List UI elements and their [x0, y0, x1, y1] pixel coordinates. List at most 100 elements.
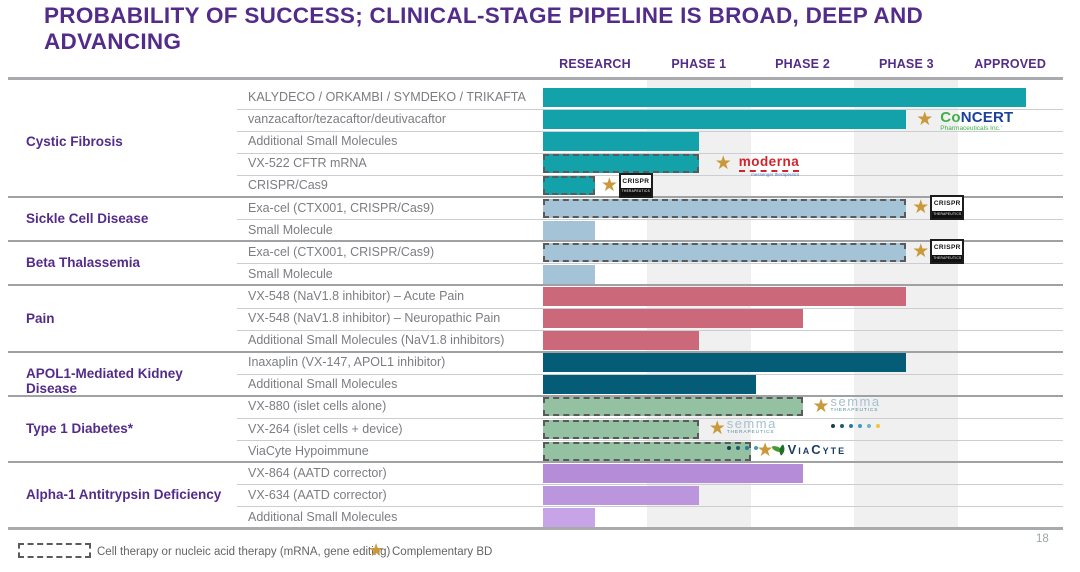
legend-dashed-box	[18, 543, 91, 558]
row-separator	[237, 108, 1063, 110]
pipeline-bar	[543, 154, 699, 174]
crispr-wordmark: CRISPR	[933, 244, 961, 252]
drug-label: Inaxaplin (VX-147, APOL1 inhibitor)	[248, 355, 446, 370]
pipeline-bar	[543, 331, 699, 351]
column-header-approved: APPROVED	[974, 57, 1047, 71]
pipeline-bar	[543, 309, 803, 328]
pipeline-bar	[543, 110, 907, 130]
pipeline-bar	[543, 286, 907, 306]
drug-label: Small Molecule	[248, 266, 333, 281]
viacyte-leaf-icon	[773, 443, 786, 456]
drug-label: Additional Small Molecules	[248, 134, 398, 149]
disease-label: Sickle Cell Disease	[26, 211, 149, 227]
crispr-subtext: THERAPEUTICS	[932, 210, 963, 218]
semma-dots	[830, 416, 885, 432]
row-separator	[237, 329, 1063, 331]
drug-label: CRISPR/Cas9	[248, 178, 328, 193]
crispr-wordmark: CRISPR	[622, 177, 650, 185]
pipeline-bar	[543, 507, 595, 527]
concert-wordmark-ncert: NCERT	[960, 108, 1014, 126]
drug-label: vanzacaftor/tezacaftor/deutivacaftor	[248, 112, 447, 127]
semma-dot	[753, 445, 759, 451]
moderna-wordmark: moderna	[738, 155, 800, 173]
complementary-bd-star: ★	[600, 174, 618, 196]
complementary-bd-star: ★	[912, 197, 930, 218]
crispr-wordmark: CRISPR	[933, 200, 961, 207]
drug-label: Additional Small Molecules	[248, 377, 398, 392]
complementary-bd-star: ★	[708, 418, 726, 439]
row-separator	[237, 484, 1063, 486]
drug-label: VX-634 (AATD corrector)	[248, 487, 387, 502]
drug-label: VX-264 (islet cells + device)	[248, 421, 403, 436]
concert-wordmark: CoNCERT	[940, 110, 1013, 125]
row-separator	[237, 219, 1063, 221]
row-separator	[237, 152, 1063, 154]
slide-title-line2: ADVANCING	[44, 29, 182, 55]
complementary-bd-star: ★	[714, 152, 732, 174]
row-separator	[237, 307, 1063, 309]
section-separator	[8, 461, 1063, 464]
table-bottom-border	[8, 527, 1063, 530]
semma-subtext: THERAPEUTICS	[726, 429, 775, 435]
semma-dot	[830, 423, 835, 429]
semma-wordmark: semma	[830, 393, 881, 409]
drug-label: VX-548 (NaV1.8 inhibitor) – Neuropathic …	[248, 311, 501, 325]
drug-label: ViaCyte Hypoimmune	[248, 443, 369, 458]
pipeline-bar	[543, 198, 907, 218]
complementary-bd-star: ★	[912, 241, 930, 263]
crispr-subtext: THERAPEUTICS	[620, 188, 651, 196]
pipeline-bar	[543, 485, 699, 505]
semma-wordmark: semma	[726, 416, 777, 431]
semma-dot	[839, 423, 844, 429]
drug-label: VX-864 (AATD corrector)	[248, 465, 387, 480]
semma-dot	[744, 445, 750, 451]
semma-dot	[875, 423, 880, 429]
disease-label: Type 1 Diabetes*	[26, 421, 134, 437]
pipeline-bar	[543, 441, 751, 461]
page-number: 18	[1036, 533, 1049, 545]
semma-dot	[735, 445, 741, 451]
row-separator	[237, 130, 1063, 132]
pipeline-bar	[543, 463, 803, 483]
legend-star-label: Complementary BD	[392, 546, 493, 558]
slide-title-line1: PROBABILITY OF SUCCESS; CLINICAL-STAGE P…	[44, 3, 924, 28]
crispr-logo: CRISPR THERAPEUTICS	[618, 172, 653, 198]
crispr-subtext: THERAPEUTICS	[932, 254, 963, 262]
semma-dot	[866, 423, 871, 429]
disease-label: APOL1-Mediated Kidney Disease	[26, 365, 183, 396]
drug-label: Additional Small Molecules	[248, 509, 398, 524]
slide-title: PROBABILITY OF SUCCESS; CLINICAL-STAGE P…	[44, 3, 1054, 56]
section-separator	[8, 284, 1063, 287]
section-separator	[8, 394, 1063, 397]
section-separator	[8, 240, 1063, 243]
column-header-phase-2: PHASE 2	[775, 57, 831, 71]
row-separator	[237, 440, 1063, 442]
complementary-bd-star: ★	[756, 440, 774, 462]
viacyte-logo: ViaCyte	[773, 443, 847, 456]
drug-label: VX-548 (NaV1.8 inhibitor) – Acute Pain	[248, 288, 465, 303]
semma-dot	[726, 445, 732, 451]
row-separator	[237, 373, 1063, 375]
section-separator	[8, 196, 1063, 198]
disease-label: Pain	[26, 310, 55, 326]
pipeline-bar	[543, 220, 595, 240]
row-separator	[237, 263, 1063, 265]
pipeline-bar	[543, 419, 699, 439]
concert-wordmark-co: Co	[940, 108, 961, 126]
column-header-phase-3: PHASE 3	[878, 57, 934, 71]
pipeline-bar	[543, 176, 595, 196]
drug-label: VX-522 CFTR mRNA	[248, 156, 367, 171]
crispr-logo: CRISPR THERAPEUTICS	[930, 195, 965, 220]
drug-label: KALYDECO / ORKAMBI / SYMDEKO / TRIKAFTA	[248, 90, 526, 104]
pipeline-bar	[543, 132, 699, 152]
semma-dot	[762, 445, 768, 451]
pipeline-bar	[543, 353, 907, 373]
complementary-bd-star: ★	[916, 108, 934, 130]
column-header-phase-1: PHASE 1	[671, 57, 727, 71]
pipeline-bar	[543, 88, 1026, 107]
pipeline-bar	[543, 264, 595, 284]
disease-label: Cystic Fibrosis	[26, 133, 123, 149]
